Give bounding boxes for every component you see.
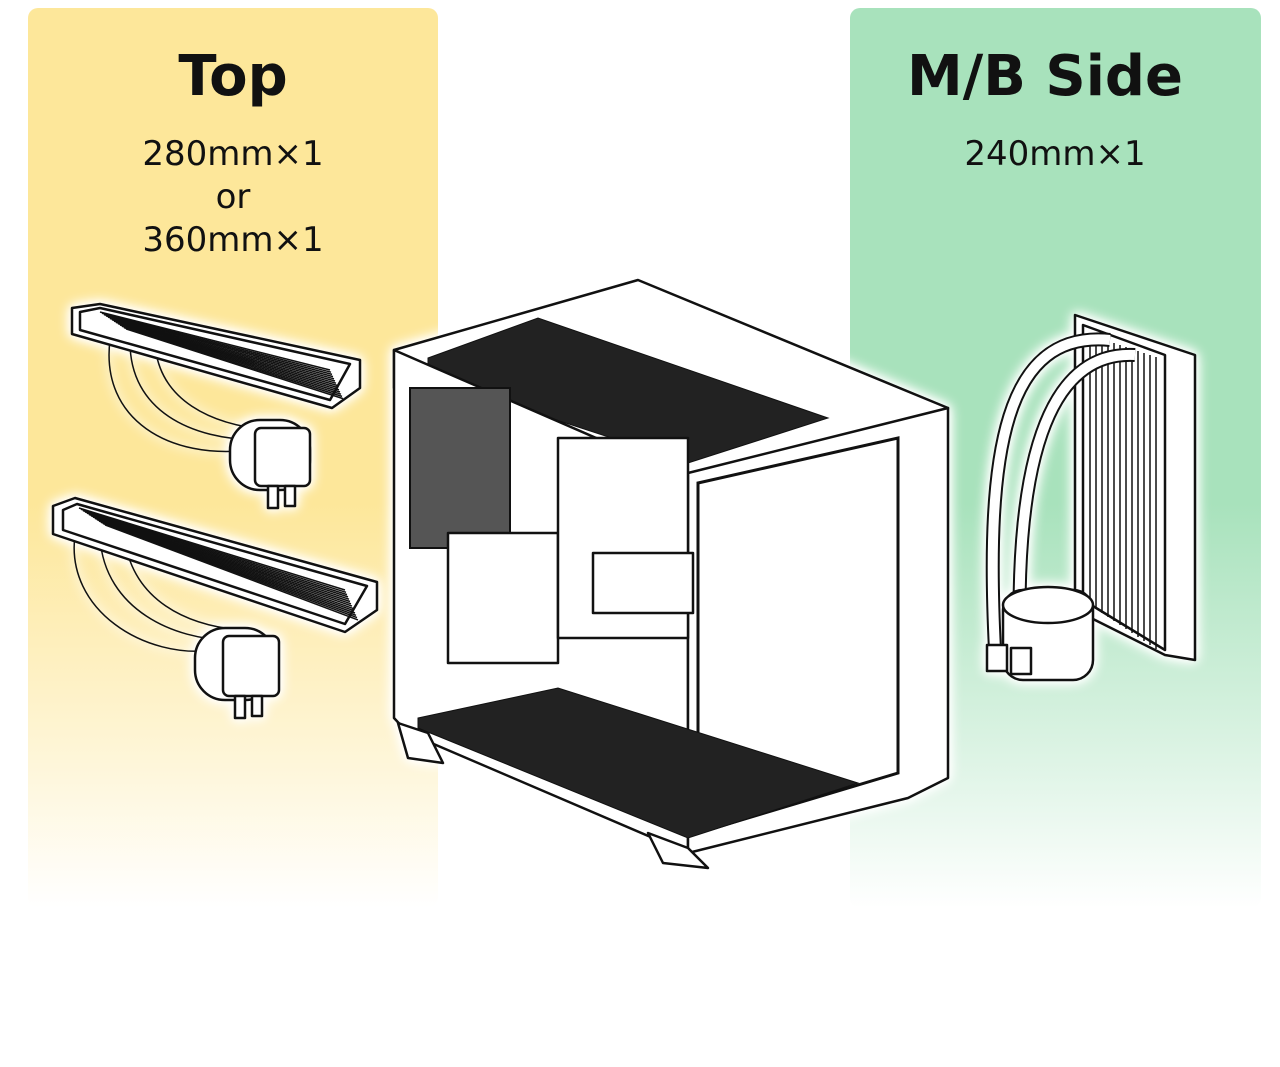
drawing-line [88,513,351,603]
top-size-280: 280mm×1 [142,134,324,174]
drawing-line [101,312,332,373]
drawing-line [78,507,346,591]
drawing-line [121,325,342,395]
drawing-line [92,516,353,607]
drawing-line [103,313,333,376]
top-title: Top [178,44,288,109]
drawing-line [104,524,359,621]
drawing-line [125,328,344,400]
drawing-line [99,311,331,371]
drawing-line [82,509,348,596]
pc-case-illustration [392,278,950,870]
drawing-line [115,321,339,389]
side-title: M/B Side [907,44,1183,109]
drawing-line [94,517,354,610]
drawing-line [123,326,343,398]
drawing-line [84,511,349,598]
drawing-line [105,315,334,378]
drawing-line [111,319,337,384]
radiator-360-illustration [51,496,379,720]
drawing-line [80,508,347,594]
top-size-360: 360mm×1 [142,220,324,260]
drawing-line [109,317,336,382]
radiator-280-illustration [70,302,362,510]
drawing-line [107,316,335,380]
side-size-240: 240mm×1 [964,134,1146,174]
drawing-line [113,320,338,387]
drawing-line [96,518,355,612]
drawing-line [119,324,341,393]
drawing-line [117,322,340,391]
radiator-240-illustration [985,313,1197,682]
drawing-line [90,515,352,605]
top-or: or [215,177,251,217]
drawing-line [86,512,350,600]
